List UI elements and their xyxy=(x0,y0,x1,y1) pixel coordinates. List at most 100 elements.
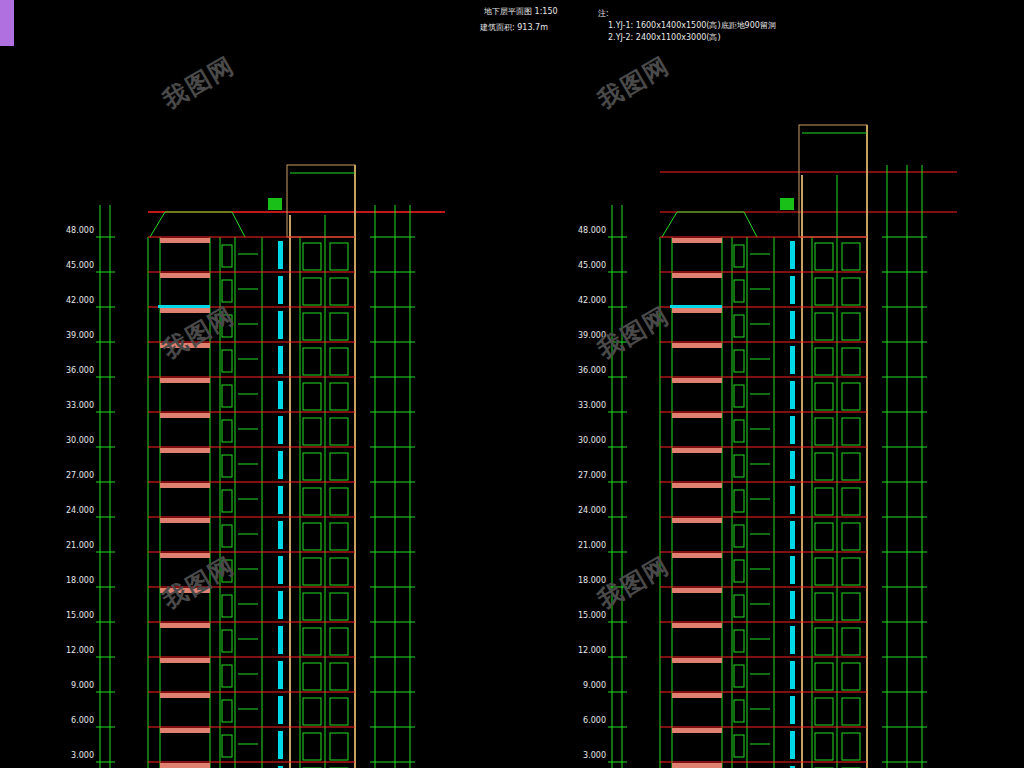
window xyxy=(734,490,744,512)
room-mark xyxy=(238,429,258,430)
window xyxy=(303,593,321,620)
window xyxy=(330,418,348,445)
room-mark xyxy=(750,324,770,325)
level-tick xyxy=(96,237,115,238)
balcony-slab xyxy=(672,448,722,453)
floor-line xyxy=(660,237,867,238)
drawing-note: 注: xyxy=(598,10,609,19)
balcony-slab xyxy=(672,413,722,418)
elevation-mark: 36.000 xyxy=(65,367,95,376)
dimension-line xyxy=(907,165,908,768)
elevation-mark: 27.000 xyxy=(65,472,95,481)
drawing-note: 2.YJ-2: 2400x1100x3000(高) xyxy=(608,34,721,43)
dimension-tick xyxy=(882,272,927,273)
balcony-slab xyxy=(672,343,722,348)
dimension-tick xyxy=(370,447,415,448)
window xyxy=(222,455,232,477)
window xyxy=(815,558,833,585)
dimension-line xyxy=(887,165,888,768)
room-mark xyxy=(750,254,770,255)
room-mark xyxy=(238,394,258,395)
balcony-slab xyxy=(160,553,210,558)
room-mark xyxy=(238,359,258,360)
window xyxy=(842,383,860,410)
elevation-mark: 42.000 xyxy=(577,297,607,306)
room-mark xyxy=(750,359,770,360)
dimension-tick xyxy=(370,272,415,273)
balcony-slab xyxy=(160,448,210,453)
window xyxy=(330,628,348,655)
wall-line xyxy=(747,237,748,768)
window xyxy=(222,245,232,267)
wall-line xyxy=(837,175,838,768)
window-glass xyxy=(790,311,795,339)
window xyxy=(734,280,744,302)
elevation-mark: 30.000 xyxy=(577,437,607,446)
window xyxy=(842,453,860,480)
floor-line xyxy=(148,447,355,448)
window xyxy=(815,663,833,690)
wall-line xyxy=(801,175,803,768)
floor-line xyxy=(660,762,867,763)
elevation-mark: 30.000 xyxy=(65,437,95,446)
level-tick xyxy=(96,657,115,658)
floor-line xyxy=(148,552,355,553)
window xyxy=(303,313,321,340)
balcony-slab xyxy=(160,623,210,628)
window xyxy=(815,383,833,410)
window-glass xyxy=(790,731,795,759)
balcony-slab xyxy=(160,308,210,313)
wall-line xyxy=(160,237,161,768)
dimension-tick xyxy=(882,307,927,308)
level-tick xyxy=(608,552,627,553)
balcony-slab xyxy=(160,378,210,383)
level-tick xyxy=(608,692,627,693)
window xyxy=(330,453,348,480)
window-glass xyxy=(790,486,795,514)
dimension-tick xyxy=(370,587,415,588)
balcony-slab xyxy=(672,483,722,488)
elevation-mark: 39.000 xyxy=(65,332,95,341)
dimension-tick xyxy=(882,657,927,658)
window xyxy=(303,698,321,725)
corner-marker xyxy=(0,0,14,46)
window xyxy=(815,733,833,760)
wall-line xyxy=(722,237,723,768)
watermark: 我图网 xyxy=(159,552,240,614)
room-mark xyxy=(238,639,258,640)
window xyxy=(842,313,860,340)
level-tick xyxy=(608,237,627,238)
watermark: 我图网 xyxy=(594,552,675,614)
window xyxy=(330,243,348,270)
wall-line xyxy=(732,237,733,768)
room-mark xyxy=(750,674,770,675)
dimension-tick xyxy=(882,482,927,483)
elevation-mark: 36.000 xyxy=(577,367,607,376)
elevation-mark: 6.000 xyxy=(582,717,607,726)
level-tick xyxy=(96,307,115,308)
floor-line xyxy=(148,762,355,763)
window xyxy=(330,698,348,725)
window-glass xyxy=(790,626,795,654)
room-mark xyxy=(238,674,258,675)
window-glass xyxy=(790,241,795,269)
floor-line xyxy=(660,622,867,623)
window xyxy=(815,593,833,620)
floor-line xyxy=(660,517,867,518)
dimension-line xyxy=(622,205,623,768)
elevation-drawing xyxy=(96,165,445,768)
floor-line xyxy=(148,377,355,378)
room-mark xyxy=(750,534,770,535)
window xyxy=(734,630,744,652)
elevation-mark: 45.000 xyxy=(577,262,607,271)
level-tick xyxy=(96,377,115,378)
wall-line xyxy=(289,215,291,768)
level-tick xyxy=(96,342,115,343)
dimension-line xyxy=(100,205,101,768)
level-tick xyxy=(608,412,627,413)
parapet-line xyxy=(290,173,355,174)
level-tick xyxy=(96,692,115,693)
floor-line xyxy=(660,657,867,658)
room-mark xyxy=(750,289,770,290)
dimension-tick xyxy=(370,762,415,763)
